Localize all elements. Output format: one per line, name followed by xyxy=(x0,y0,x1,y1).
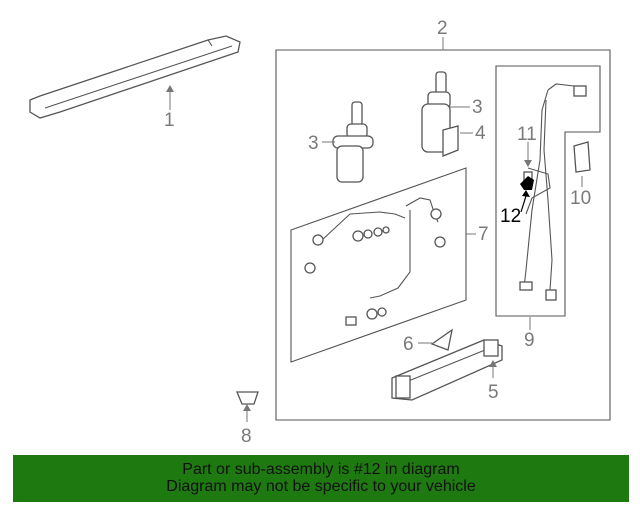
callout-2: 2 xyxy=(437,18,448,39)
banner-line-1: Part or sub-assembly is #12 in diagram xyxy=(182,461,460,478)
callout-4: 4 xyxy=(475,123,486,144)
spoiler-part xyxy=(29,35,241,119)
callout-11: 11 xyxy=(517,124,537,145)
wiring-harness-part xyxy=(519,83,587,301)
clip-part-6 xyxy=(430,328,453,351)
hose-kit-frame xyxy=(290,167,467,363)
grommet-part-8 xyxy=(236,391,259,405)
callout-7: 7 xyxy=(478,224,489,245)
callout-1: 1 xyxy=(164,110,175,131)
callout-3b: 3 xyxy=(472,97,483,118)
actuator-part-5 xyxy=(391,339,503,401)
info-banner: Part or sub-assembly is #12 in diagram D… xyxy=(13,455,629,502)
callout-3a: 3 xyxy=(308,133,319,154)
parts-diagram: 1 2 3 3 4 7 xyxy=(29,18,611,447)
assembly-frame xyxy=(275,49,611,421)
callout-6: 6 xyxy=(403,334,414,355)
cover-part-10 xyxy=(573,141,591,173)
callout-12: 12 xyxy=(500,206,521,227)
harness-frame xyxy=(495,65,601,317)
hose-kit-part xyxy=(304,197,446,326)
callout-9: 9 xyxy=(524,330,535,351)
bracket-part xyxy=(442,125,459,157)
banner-line-2: Diagram may not be specific to your vehi… xyxy=(166,478,476,495)
callout-8: 8 xyxy=(241,426,252,447)
gas-strut-left xyxy=(332,101,374,183)
callout-5: 5 xyxy=(488,382,499,403)
callout-10: 10 xyxy=(570,188,591,209)
clip-part-12 xyxy=(520,176,534,190)
